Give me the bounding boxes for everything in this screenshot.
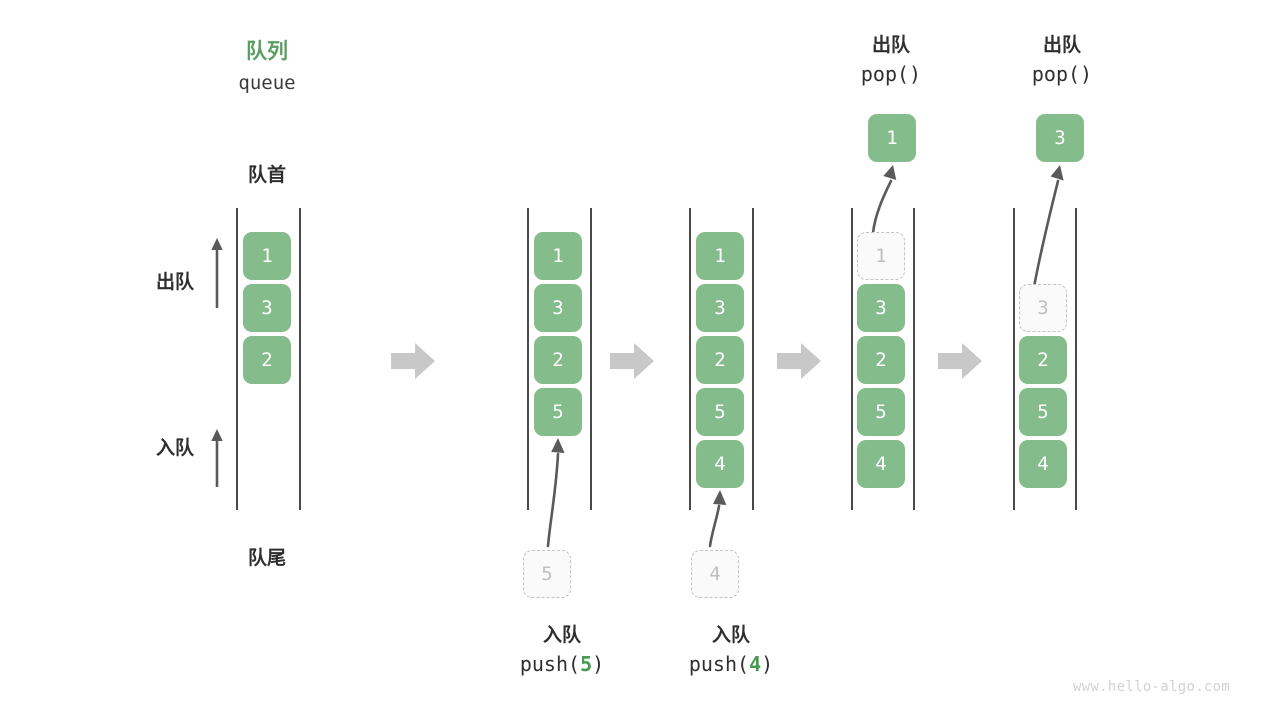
op-code-suffix: ) xyxy=(592,651,605,676)
queue-rail-left xyxy=(1013,208,1015,510)
queue-cell: 3 xyxy=(696,284,744,332)
rear-label: 队尾 xyxy=(247,547,287,569)
queue-title-en: queue xyxy=(238,72,296,94)
enqueue-direction-label: 入队 xyxy=(155,437,195,459)
queue-cell: 5 xyxy=(534,388,582,436)
queue-cell: 5 xyxy=(1019,388,1067,436)
pop-motion-arrow-icon xyxy=(1018,163,1078,289)
push-motion-arrow-icon xyxy=(528,436,578,548)
queue-rail-left xyxy=(236,208,238,510)
queue-cell: 2 xyxy=(1019,336,1067,384)
front-label: 队首 xyxy=(247,164,287,186)
queue-rail-left xyxy=(689,208,691,510)
queue-rail-right xyxy=(913,208,915,510)
watermark: www.hello-algo.com xyxy=(1073,679,1231,695)
operation-label-cn: 出队 xyxy=(1042,34,1081,56)
dequeue-direction-label: 出队 xyxy=(155,271,195,293)
operation-label-code: pop() xyxy=(860,61,922,86)
queue-cell: 5 xyxy=(857,388,905,436)
queue-cell: 2 xyxy=(857,336,905,384)
queue-cell: 2 xyxy=(243,336,291,384)
operation-label-pop-3: 出队 pop() xyxy=(1032,32,1092,89)
popped-slot-ghost: 1 xyxy=(857,232,905,280)
operation-label-code: pop() xyxy=(1031,61,1093,86)
queue-title-cn: 队列 xyxy=(246,39,288,63)
op-code-arg: 5 xyxy=(580,651,593,676)
popped-slot-ghost: 3 xyxy=(1019,284,1067,332)
step-arrow-icon xyxy=(391,341,435,381)
popped-element: 3 xyxy=(1036,114,1084,162)
push-motion-arrow-icon xyxy=(696,488,746,548)
queue-cell: 4 xyxy=(1019,440,1067,488)
queue-rail-right xyxy=(1075,208,1077,510)
queue-cell: 3 xyxy=(857,284,905,332)
queue-rail-left xyxy=(527,208,529,510)
queue-cell: 4 xyxy=(857,440,905,488)
op-code-prefix: push( xyxy=(519,651,581,676)
queue-cell: 3 xyxy=(534,284,582,332)
operation-label-push-5: 入队 push(5) xyxy=(520,622,604,679)
incoming-element-ghost: 4 xyxy=(691,550,739,598)
queue-cell: 3 xyxy=(243,284,291,332)
operation-label-cn: 出队 xyxy=(871,34,910,56)
queue-rail-left xyxy=(851,208,853,510)
queue-rail-right xyxy=(590,208,592,510)
popped-element: 1 xyxy=(868,114,916,162)
incoming-element-ghost: 5 xyxy=(523,550,571,598)
op-code-prefix: push( xyxy=(688,651,750,676)
queue-cell: 2 xyxy=(696,336,744,384)
pop-motion-arrow-icon xyxy=(855,163,915,235)
queue-cell: 4 xyxy=(696,440,744,488)
step-arrow-icon xyxy=(938,341,982,381)
operation-label-code: push(5) xyxy=(520,650,604,679)
operation-label-push-4: 入队 push(4) xyxy=(689,622,773,679)
queue-rail-right xyxy=(752,208,754,510)
dequeue-direction-arrow-icon xyxy=(209,236,225,308)
queue-cell: 5 xyxy=(696,388,744,436)
step-arrow-icon xyxy=(777,341,821,381)
operation-label-cn: 入队 xyxy=(542,624,581,646)
queue-cell: 1 xyxy=(243,232,291,280)
queue-rail-right xyxy=(299,208,301,510)
enqueue-direction-arrow-icon xyxy=(209,427,225,487)
op-code-suffix: ) xyxy=(761,651,774,676)
operation-label-code: push(4) xyxy=(689,650,773,679)
operation-label-cn: 入队 xyxy=(711,624,750,646)
operation-label-pop-1: 出队 pop() xyxy=(861,32,921,89)
queue-cell: 1 xyxy=(696,232,744,280)
queue-cell: 1 xyxy=(534,232,582,280)
op-code-arg: 4 xyxy=(749,651,762,676)
queue-cell: 2 xyxy=(534,336,582,384)
step-arrow-icon xyxy=(610,341,654,381)
